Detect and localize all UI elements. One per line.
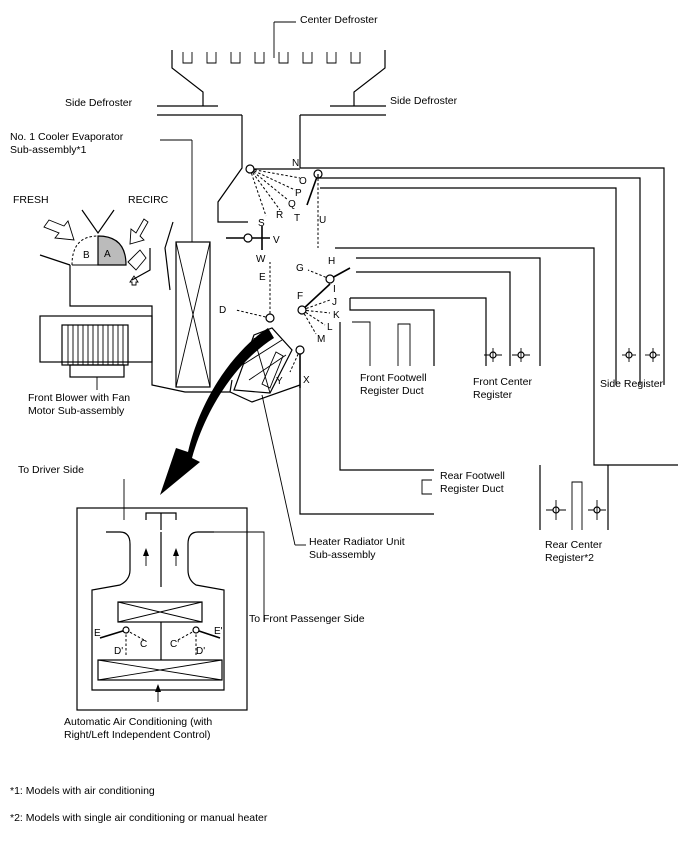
damper-h-label: H <box>328 256 335 267</box>
evaporator-label-line2: Sub-assembly*1 <box>10 144 87 156</box>
center-defroster: Center Defroster <box>171 14 386 106</box>
front-center-register-duct: Front Center Register <box>335 247 678 466</box>
small-arrow-icon <box>129 275 139 286</box>
rear-footwell-label-line2: Register Duct <box>440 483 504 495</box>
inset-c-prime-label: C' <box>170 639 179 650</box>
blower-label-line1: Front Blower with Fan <box>28 392 130 404</box>
heater-label-line1: Heater Radiator Unit <box>309 536 405 548</box>
air-intake: FRESH RECIRC B A <box>13 194 169 286</box>
front-footwell-label-line2: Register Duct <box>360 385 424 397</box>
damper-q-label: Q <box>288 199 296 210</box>
cooler-evaporator: No. 1 Cooler Evaporator Sub-assembly*1 <box>10 131 211 388</box>
defroster-outlets <box>182 52 361 64</box>
damper-f-j-k-l-m: F J K L M <box>297 283 340 345</box>
damper-p-label: P <box>295 188 302 199</box>
side-register-duct: Side Register <box>300 167 665 390</box>
damper-l-label: L <box>327 322 333 333</box>
airflow-arrow-icons <box>143 548 179 702</box>
damper-s-label: S <box>258 218 265 229</box>
damper-e-label: E <box>259 272 266 283</box>
front-center-label-line2: Register <box>473 389 513 401</box>
damper-x-label: X <box>303 375 310 386</box>
evaporator-label-line1: No. 1 Cooler Evaporator <box>10 131 124 143</box>
rear-center-register-vent-icon <box>546 500 606 520</box>
damper-g-label: G <box>296 263 304 274</box>
damper-b-label: B <box>83 250 90 261</box>
damper-g-h-i: G H I <box>296 256 351 295</box>
fresh-arrow-icon <box>43 219 75 241</box>
rear-footwell-duct: Rear Footwell Register Duct <box>299 322 505 515</box>
rear-center-register-duct: Rear Center Register*2 <box>539 465 609 564</box>
damper-o-label: O <box>299 176 307 187</box>
side-register-vent-icon <box>622 348 660 362</box>
blower-label-line2: Motor Sub-assembly <box>28 405 125 417</box>
damper-t-label: T <box>294 213 300 224</box>
center-defroster-label: Center Defroster <box>300 14 378 26</box>
front-footwell-label-line1: Front Footwell <box>360 372 427 384</box>
auto-ac-inset: To Driver Side To Front Passenger Side <box>18 464 365 741</box>
side-register-label: Side Register <box>600 378 664 390</box>
inset-d-prime-label: D' <box>196 646 205 657</box>
fresh-label: FRESH <box>13 194 49 206</box>
damper-v-w: V W <box>226 226 280 265</box>
rear-footwell-label-line1: Rear Footwell <box>440 470 505 482</box>
side-defroster-left: Side Defroster <box>65 97 242 116</box>
recirc-label: RECIRC <box>128 194 169 206</box>
detail-arrow-icon <box>160 328 274 495</box>
front-footwell-duct: Front Footwell Register Duct <box>349 298 435 397</box>
damper-x-y: Y X <box>276 345 310 388</box>
damper-i-label: I <box>333 284 336 295</box>
damper-n-o-p-q-r-s: N O P Q R S <box>245 158 307 229</box>
inset-e-label: E <box>94 628 101 639</box>
damper-v-label: V <box>273 235 280 246</box>
front-center-label-line1: Front Center <box>473 376 532 388</box>
rear-center-label-line2: Register*2 <box>545 552 594 564</box>
front-center-register-vent-icon <box>484 348 530 362</box>
inset-c-label: C <box>140 639 147 650</box>
damper-k-label: K <box>333 310 340 321</box>
inset-d-label: D' <box>114 646 123 657</box>
damper-u-label: U <box>319 215 326 226</box>
recirc-arrow-icon <box>129 218 149 245</box>
side-defroster-left-label: Side Defroster <box>65 97 133 109</box>
unit-housing <box>69 115 301 403</box>
damper-d-e: E D <box>219 262 275 323</box>
blower-fan-icon <box>67 325 124 365</box>
side-defroster-right-label: Side Defroster <box>390 95 458 107</box>
damper-f-label: F <box>297 291 303 302</box>
to-passenger-label: To Front Passenger Side <box>249 613 365 625</box>
auto-ac-label-line2: Right/Left Independent Control) <box>64 729 211 741</box>
damper-y-label: Y <box>276 376 283 387</box>
heater-label-line2: Sub-assembly <box>309 549 376 561</box>
footnote-1: *1: Models with air conditioning <box>10 785 155 797</box>
damper-n-label: N <box>292 158 299 169</box>
damper-a-label: A <box>104 249 111 260</box>
damper-w-label: W <box>256 254 266 265</box>
damper-r-label: R <box>276 210 283 221</box>
footnote-2: *2: Models with single air conditioning … <box>10 812 268 824</box>
recirc-damper-a <box>97 235 127 266</box>
damper-j-label: J <box>332 297 337 308</box>
side-defroster-right: Side Defroster <box>300 95 458 116</box>
front-blower: Front Blower with Fan Motor Sub-assembly <box>28 315 153 417</box>
to-driver-label: To Driver Side <box>18 464 84 476</box>
damper-m-label: M <box>317 334 325 345</box>
heater-radiator: C Heater Radiator Unit Sub-assembly <box>233 327 405 561</box>
damper-d-label: D <box>219 305 226 316</box>
auto-ac-label-line1: Automatic Air Conditioning (with <box>64 716 212 728</box>
inset-e-prime-label: E' <box>214 626 223 637</box>
rear-center-label-line1: Rear Center <box>545 539 603 551</box>
